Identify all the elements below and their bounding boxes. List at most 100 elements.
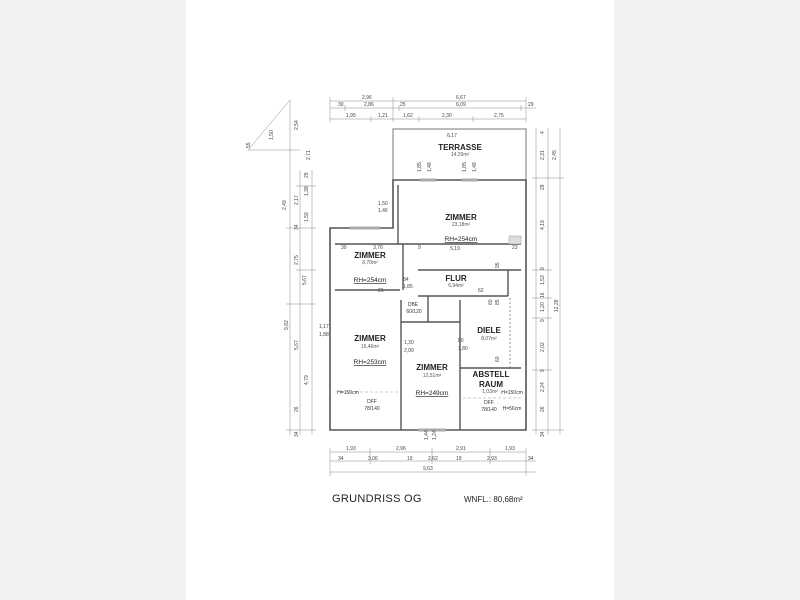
dim-int-1-30: 1,30 <box>404 340 414 346</box>
plan-title: GRUNDRISS OG <box>332 493 422 505</box>
dim-top-1-95: 1,95 <box>346 113 356 119</box>
zimmer-main-rh: RH=254cm <box>445 236 478 243</box>
zimmer-main-area: 23,18m² <box>452 222 471 228</box>
dim-bot-9-63: 9,63 <box>423 466 433 472</box>
dim-left-29: 29 <box>304 172 310 178</box>
zimmer-nw-rh: RH=254cm <box>354 277 387 284</box>
dim-bot-34a: 34 <box>338 456 344 462</box>
living-area-total: WNFL.: 80,68m² <box>464 495 523 504</box>
dff-left-label: DFF <box>367 399 377 405</box>
dim-right-2-24: 2,24 <box>540 382 546 392</box>
dim-top-2-30: 2,30 <box>442 113 452 119</box>
interior-dimensions: 1,50 1,46 1,85 1,48 1,85 1,48 30 9 23 84… <box>319 162 518 440</box>
dim-bot-2-93: 2,93 <box>487 456 497 462</box>
zimmer-sw-rh: RH=253cm <box>354 359 387 366</box>
dim-right-9c: 9 <box>540 369 546 372</box>
dim-right-9b: 9 <box>540 319 546 322</box>
dim-top-30: 30 <box>338 102 344 108</box>
dim-top-2-86: 2,86 <box>364 102 374 108</box>
terrace-area: 14,29m² <box>451 152 470 158</box>
dim-left-2-54: 2,54 <box>294 120 300 130</box>
zimmer-main-name: ZIMMER <box>445 213 477 222</box>
flur-name: FLUR <box>445 274 467 283</box>
dim-int-85: 85 <box>495 299 501 305</box>
zimmer-sw-area: 15,46m² <box>361 344 380 350</box>
zimmer-nw-area: 8,70m² <box>362 260 378 266</box>
abstell-name-2: RAUM <box>479 380 503 389</box>
dim-left-5-67: 5,67 <box>302 275 308 285</box>
terrace-name: TERRASSE <box>438 143 482 152</box>
dim-bot-34b: 34 <box>528 456 534 462</box>
dim-int-60: 60 <box>488 299 494 305</box>
dim-int-1-17: 1,17 <box>319 324 329 330</box>
dim-right-29: 29 <box>540 184 546 190</box>
abstell-area: 1,03m² <box>482 389 498 395</box>
dim-left-5-87: 5,67 <box>294 340 300 350</box>
dim-right-2-02: 2,02 <box>540 342 546 352</box>
zimmer-main-width: 5,19 <box>450 246 460 252</box>
dim-int-23: 23 <box>512 245 518 251</box>
dim-int-60b: 60 <box>495 356 501 362</box>
dim-int-84: 84 <box>403 277 409 283</box>
dim-top-2-96: 2,96 <box>362 95 372 101</box>
dim-right-16: 16 <box>540 292 546 298</box>
dbe-label: DBE <box>408 302 419 308</box>
dim-right-4-19: 4,19 <box>540 220 546 230</box>
dim-int-1-44: 1,44 <box>424 430 430 440</box>
dim-left-2-71: 2,71 <box>306 150 312 160</box>
dim-int-1-24: 1,24 <box>432 430 438 440</box>
dim-left-1-50: 1,50 <box>269 130 275 140</box>
abstell-h56: H=56cm <box>503 406 522 412</box>
dim-int-1-48b: 1,48 <box>472 162 478 172</box>
dim-bot-3-06: 3,06 <box>368 456 378 462</box>
dim-bot-19a: 19 <box>407 456 413 462</box>
zimmer-c-rh: RH=249cm <box>416 390 449 397</box>
dim-right-2-45: 2,45 <box>552 150 558 160</box>
dim-int-1-50: 1,50 <box>378 201 388 207</box>
dim-right-9: 9 <box>540 267 546 270</box>
dim-bot-2-62: 2,62 <box>428 456 438 462</box>
dim-int-30: 30 <box>341 245 347 251</box>
dim-left-1-59: 1,59 <box>304 212 310 222</box>
zimmer-nw-width: 3,76 <box>373 245 383 251</box>
dim-top-6-09: 6,09 <box>456 102 466 108</box>
zimmer-c-name: ZIMMER <box>416 363 448 372</box>
dim-int-1-80: 1,80 <box>458 346 468 352</box>
dim-left-2-75: 2,75 <box>294 255 300 265</box>
terrace-width: 6,17 <box>447 133 457 139</box>
bottom-dimension-lines: 1,93 2,96 2,91 1,93 34 3,06 19 2,62 19 2… <box>329 446 536 476</box>
flur-area: 6,94m² <box>448 283 464 289</box>
zimmer-sw-h150: H=150cm <box>337 390 359 396</box>
dim-int-2-00: 2,00 <box>404 348 414 354</box>
dim-bot-2-96: 2,96 <box>396 446 406 452</box>
diele-name: DIELE <box>477 326 501 335</box>
dbe-size: 60/120 <box>406 309 422 315</box>
dim-right-26: 26 <box>540 406 546 412</box>
dim-top-1-21: 1,21 <box>378 113 388 119</box>
abstell-name-1: ABSTELL <box>473 370 510 379</box>
dim-int-1-88: 1,88 <box>319 332 329 338</box>
dim-top-29: 29 <box>528 102 534 108</box>
zimmer-nw-name: ZIMMER <box>354 251 386 260</box>
dim-right-2-31: 2,31 <box>540 150 546 160</box>
walls <box>329 128 527 432</box>
dim-top-2-75: 2,75 <box>494 113 504 119</box>
dim-int-1-48a: 1,48 <box>427 162 433 172</box>
dim-left-55: 55 <box>246 142 252 148</box>
dim-right-34: 34 <box>540 431 546 437</box>
dff-right-size: 78/140 <box>481 407 497 413</box>
dim-int-1-46: 1,46 <box>378 208 388 214</box>
dim-top-6-67: 6,67 <box>456 95 466 101</box>
dim-right-4: 4 <box>540 131 546 134</box>
left-dimension-lines: 2,49 5,67 9,82 2,17 2,75 4,79 5,67 29 1,… <box>246 99 316 437</box>
dim-left-9-82: 9,82 <box>284 320 290 330</box>
dim-int-1-85: 1,85 <box>403 284 413 290</box>
dim-left-26: 26 <box>294 406 300 412</box>
dim-int-21: 21 <box>378 288 384 294</box>
dim-left-34b: 34 <box>294 431 300 437</box>
dim-left-4-79: 4,79 <box>304 375 310 385</box>
dim-left-2-17: 2,17 <box>294 195 300 205</box>
dim-bot-19b: 19 <box>456 456 462 462</box>
dim-int-62: 62 <box>478 288 484 294</box>
